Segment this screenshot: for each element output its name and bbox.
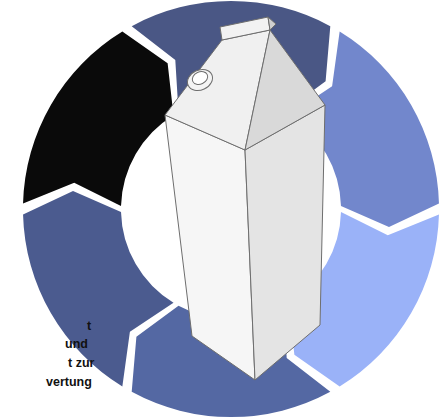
text-fragment: t [87, 319, 91, 334]
carton-cap [184, 65, 216, 94]
text-fragment: und [65, 337, 88, 352]
text-fragment: t zur [68, 356, 94, 371]
carton-gable [245, 30, 325, 150]
carton-fin [220, 17, 270, 40]
carton-cap-top [190, 69, 210, 87]
carton-side [245, 105, 325, 380]
carton-fin-side [268, 17, 276, 30]
carton-front [165, 115, 255, 380]
text-fragment: vertung [46, 375, 92, 390]
milk-carton [165, 17, 325, 380]
ring-segment [1, 171, 197, 399]
